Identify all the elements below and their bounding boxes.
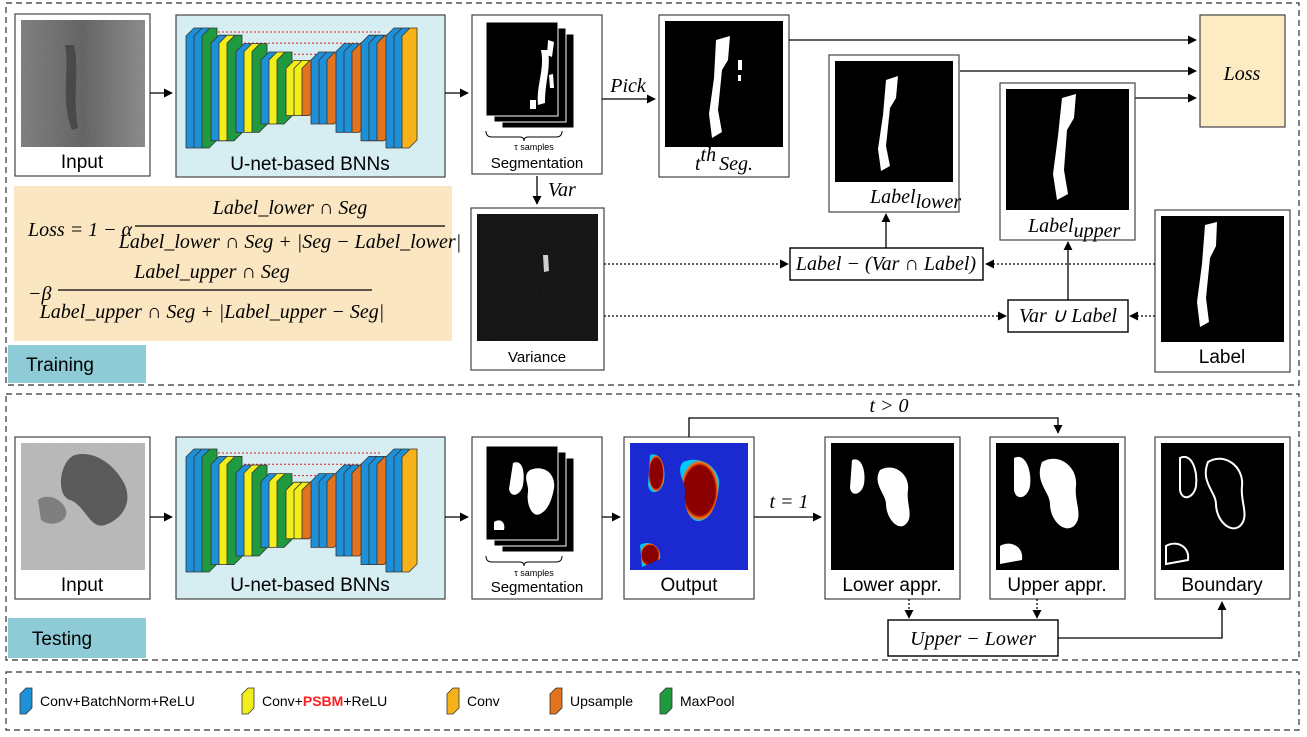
tth-t: t [695,153,701,175]
label-caption: Label [1199,347,1246,368]
training-tab: Training [8,345,146,383]
loss-box: Loss [1199,14,1286,128]
testing-samples-caption: τ samples [514,568,554,578]
loss-label: Loss [1223,63,1261,85]
testing-layer-stack [185,448,418,573]
lower-appr-card: Lower appr. [824,436,961,600]
var-union-op: Var ∪ Label [1007,299,1129,333]
formula-line2-num: Label_upper ∩ Seg [133,261,290,283]
var-union-op-text: Var ∪ Label [1019,305,1117,327]
legend-swatch-conv [446,687,460,715]
output-card: Output [623,436,755,600]
training-seg-caption: Segmentation [491,155,584,172]
testing-tab-label: Testing [32,629,92,650]
upper-minus-lower-op: Upper − Lower [887,619,1059,657]
label-upper-card: Labelupper [999,82,1136,242]
training-net-caption: U-net-based BNNs [230,154,389,175]
output-caption: Output [660,575,718,596]
testing-tab: Testing [8,618,146,658]
t-eq-one-label: t = 1 [769,491,808,513]
legend-swatch-conv-bn-relu [19,687,33,715]
boundary-caption: Boundary [1181,575,1263,596]
layer-conv [401,448,418,573]
label-upper-main: Label [1027,215,1074,237]
lower-appr-caption: Lower appr. [842,575,941,596]
label-card: Label [1154,209,1291,373]
testing-segmentation: τ samples Segmentation [471,436,603,600]
training-samples-caption: τ samples [514,142,554,152]
formula-line1-den: Label_lower ∩ Seg + |Seg − Label_lower| [118,231,461,253]
boundary-card: Boundary [1154,436,1291,600]
legend-items: Conv+BatchNorm+ReLU Conv+PSBM+ReLU Conv Ups… [19,687,734,715]
legend-label-conv-psbm-relu: Conv+PSBM+ReLU [262,693,387,709]
legend-swatch-conv-psbm-relu [241,687,255,715]
legend-label-conv: Conv [467,693,500,709]
t-gt-zero-label: t > 0 [869,395,908,417]
legend-label-maxpool: MaxPool [680,693,734,709]
pick-label: Pick [609,75,647,97]
testing-seg-caption: Segmentation [491,579,584,596]
testing-unet: U-net-based BNNs [175,436,446,600]
label-minus-op: Label − (Var ∩ Label) [789,247,984,281]
legend: Conv+BatchNorm+ReLU Conv+PSBM+ReLU Conv Ups… [5,671,1300,731]
upper-minus-lower-text: Upper − Lower [910,628,1036,650]
legend-label-upsample: Upsample [570,693,633,709]
testing-panel: Input U-net-based BNNs τ samples Segment… [5,393,1300,661]
label-upper-caption: Labelupper [1027,215,1120,242]
variance-card: Variance [470,207,605,371]
formula-line2-lhs: −β [28,283,51,305]
upper-appr-caption: Upper appr. [1007,575,1106,596]
formula-line1-num: Label_lower ∩ Seg [212,197,367,219]
training-panel: Input U-net-based BNNs τ samples Segment… [5,2,1300,386]
training-unet: U-net-based BNNs [175,14,446,178]
legend-swatch-upsample [549,687,563,715]
testing-net-caption: U-net-based BNNs [230,575,389,596]
legend-label-conv-bn-relu: Conv+BatchNorm+ReLU [40,693,195,709]
training-layer-stack [185,27,418,149]
training-input-card: Input [14,13,151,177]
loss-formula: Loss = 1 − α Label_lower ∩ Seg Label_low… [14,186,461,341]
label-lower-card: Labellower [828,54,961,213]
label-minus-op-text: Label − (Var ∩ Label) [795,253,976,275]
layer-conv [401,27,418,149]
formula-line2-den: Label_upper ∩ Seg + |Label_upper − Seg| [39,301,385,323]
training-tab-label: Training [26,355,94,376]
testing-input-caption: Input [61,575,104,596]
label-lower-main: Label [869,186,916,208]
tth-rest: Seg. [719,153,753,175]
variance-caption: Variance [508,349,566,366]
upper-appr-card: Upper appr. [989,436,1126,600]
formula-line1-lhs: Loss = 1 − α [27,219,133,241]
label-lower-sub: lower [916,191,962,213]
training-segmentation: τ samples Segmentation [471,14,603,175]
var-label: Var [548,179,576,201]
training-input-caption: Input [61,152,104,173]
testing-input-card: Input [14,436,151,600]
tth-sup: th [701,144,717,166]
label-lower-caption: Labellower [869,186,961,213]
label-upper-sub: upper [1074,220,1121,242]
legend-swatch-maxpool [659,687,673,715]
